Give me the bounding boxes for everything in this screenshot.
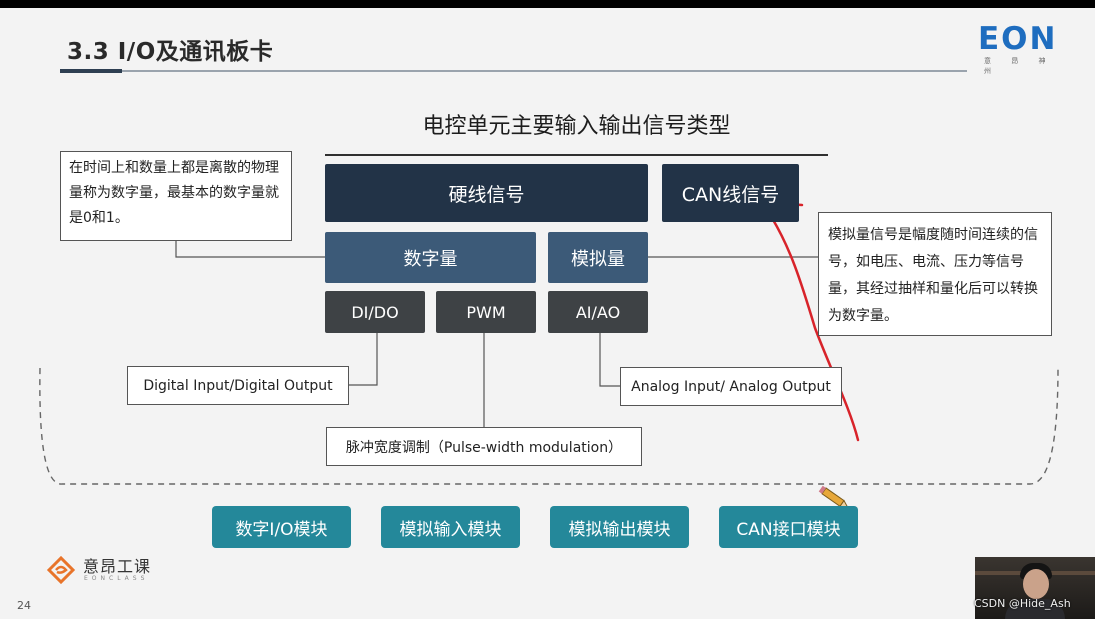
- eonclass-logo-icon: [46, 555, 76, 585]
- analog-output-module: 模拟输出模块: [550, 506, 689, 548]
- digital-definition-note: 在时间上和数量上都是离散的物理量称为数字量，最基本的数字量就是0和1。: [60, 151, 292, 241]
- analog-definition-note: 模拟量信号是幅度随时间连续的信号，如电压、电流、压力等信号量，其经过抽样和量化后…: [818, 212, 1052, 336]
- can-signal-box: CAN线信号: [662, 164, 799, 222]
- page-number: 24: [17, 599, 31, 612]
- webcam-person-face: [1023, 569, 1049, 599]
- title-divider-accent: [60, 69, 122, 73]
- slide: 3.3 I/O及通讯板卡 EON 意 昂 神 州: [0, 8, 1095, 619]
- connector-dido: [349, 333, 378, 386]
- footer-brand: 意昂工课 EONCLASS: [45, 553, 151, 587]
- digital-signal-box: 数字量: [325, 232, 536, 283]
- pwm-box: PWM: [436, 291, 536, 333]
- dido-expansion-label: Digital Input/Digital Output: [127, 366, 349, 405]
- dido-box: DI/DO: [325, 291, 425, 333]
- analog-signal-box: 模拟量: [548, 232, 648, 283]
- diagram-heading: 电控单元主要输入输出信号类型: [422, 114, 731, 139]
- title-divider: [60, 70, 967, 72]
- pwm-expansion-label: 脉冲宽度调制（Pulse-width modulation）: [326, 427, 642, 466]
- slide-title: 3.3 I/O及通讯板卡: [67, 39, 274, 65]
- csdn-watermark: CSDN @Hide_Ash: [974, 597, 1071, 610]
- logo-text: EON: [978, 21, 1058, 57]
- heading-divider: [325, 154, 828, 156]
- webcam-person-body: [1005, 599, 1065, 619]
- digital-io-module: 数字I/O模块: [212, 506, 351, 548]
- can-interface-module: CAN接口模块: [719, 506, 858, 548]
- aiao-box: AI/AO: [548, 291, 648, 333]
- logo-subtitle: 意 昂 神 州: [984, 57, 1055, 75]
- hardwired-signal-box: 硬线信号: [325, 164, 648, 222]
- connector-note-digital: [175, 241, 325, 258]
- brand-subtitle: EONCLASS: [84, 575, 149, 582]
- aiao-expansion-label: Analog Input/ Analog Output: [620, 367, 842, 406]
- webcam-overlay: [975, 557, 1095, 619]
- analog-input-module: 模拟输入模块: [381, 506, 520, 548]
- brand-name: 意昂工课: [83, 557, 152, 576]
- connector-aiao: [599, 333, 620, 387]
- eon-logo: EON 意 昂 神 州: [978, 21, 1068, 75]
